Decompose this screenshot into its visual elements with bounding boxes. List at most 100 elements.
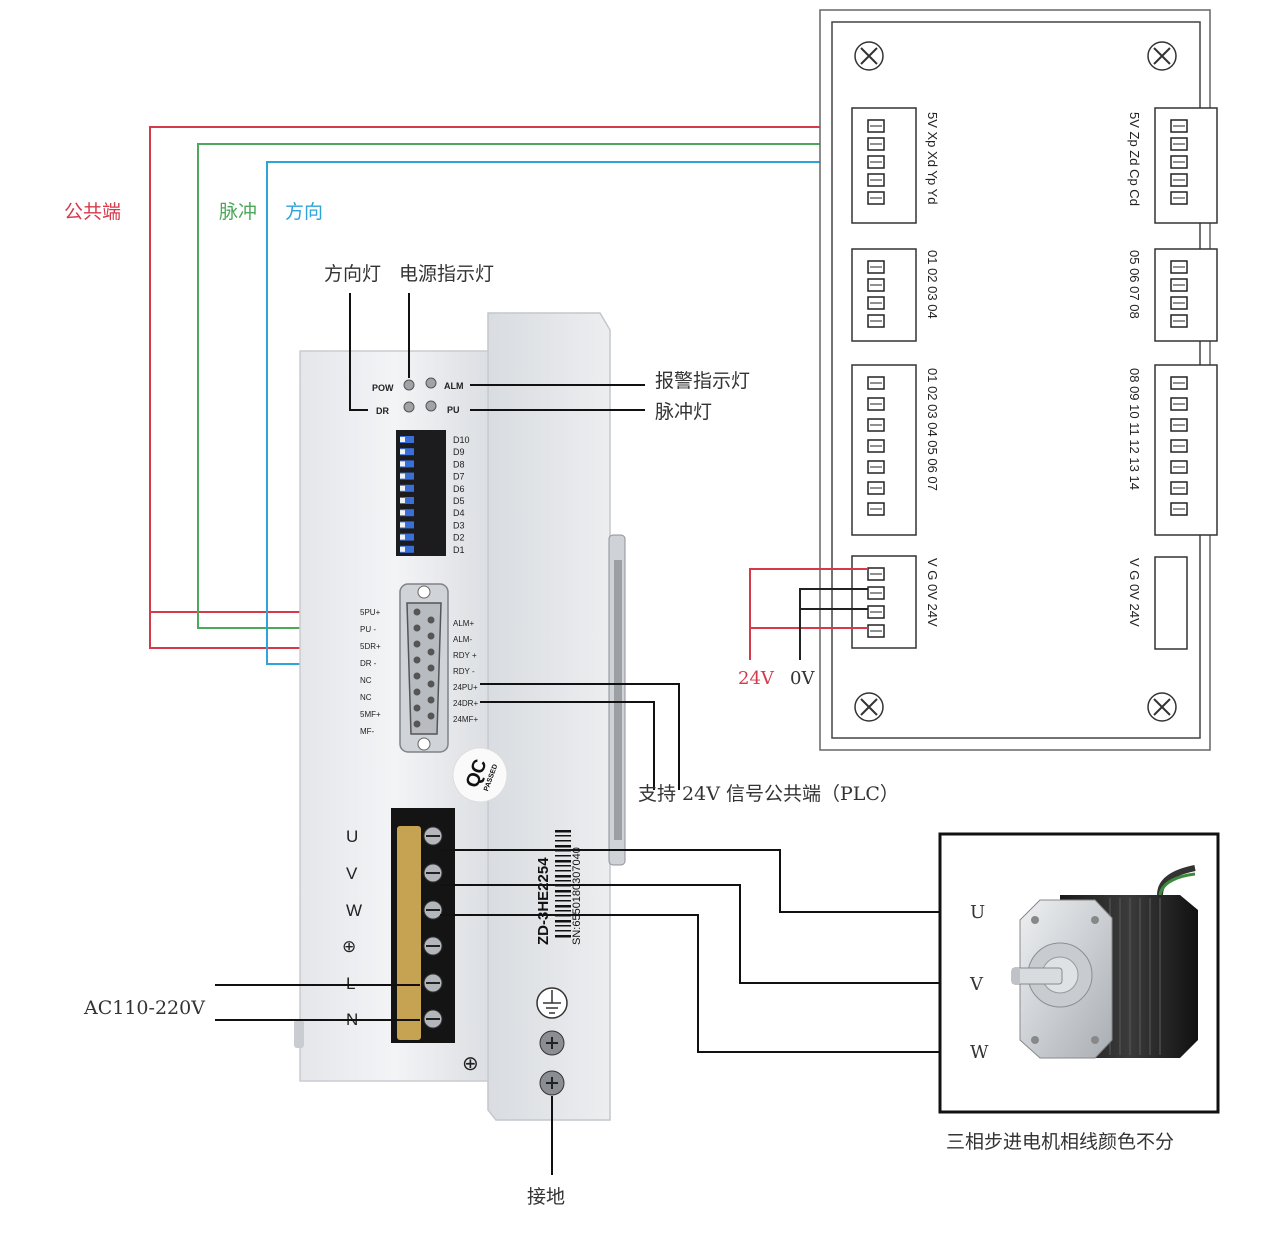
power-wires	[749, 568, 868, 660]
terminal-label: W	[346, 901, 362, 920]
left-pin-label: MF-	[360, 727, 375, 736]
pow-led	[403, 379, 415, 391]
db-pin	[413, 608, 421, 616]
alm-label: ALM	[444, 381, 464, 391]
dip-lever	[400, 436, 414, 443]
dr-label: DR	[376, 406, 389, 416]
db-pin	[413, 720, 421, 728]
db-pin	[413, 656, 421, 664]
motor-phase-v: V	[969, 974, 984, 995]
motor-phase-u: U	[970, 902, 985, 923]
qc-sticker: QC PASSED	[452, 747, 508, 803]
controller-right-label: 05 06 07 08	[1127, 250, 1142, 319]
dip-lever	[400, 460, 414, 468]
dip-knob	[400, 449, 405, 455]
terminal-label: L	[346, 974, 355, 993]
db-pin	[427, 648, 435, 656]
db-pin	[427, 712, 435, 720]
model-number: ZD-3HE2254	[535, 857, 552, 945]
common-wire-label: 公共端	[64, 201, 121, 223]
right-pin-label: 24PU+	[453, 683, 478, 692]
left-pin-label: NC	[360, 676, 372, 685]
pulse-light-label: 脉冲灯	[655, 401, 712, 423]
empty-connector	[1154, 556, 1188, 650]
left-pin-label: NC	[360, 693, 372, 702]
dip-knob	[400, 461, 405, 467]
motor-caption: 三相步进电机相线颜色不分	[946, 1131, 1174, 1153]
dip-lever	[400, 533, 414, 541]
indicator-leaders	[215, 293, 962, 1175]
dip-label: D3	[453, 520, 465, 530]
power-light-label: 电源指示灯	[399, 263, 494, 285]
db-pin	[427, 616, 435, 624]
dip-lever	[400, 521, 414, 529]
dip-lever	[400, 448, 414, 456]
controller-left-label: 5V Xp Xd Yp Yd	[925, 112, 940, 205]
right-pin-label: 24DR+	[453, 699, 478, 708]
controller-board: 5V Xp Xd Yp Yd 5V Zp Zd Cp Cd 01 02 03 04 0…	[819, 9, 1218, 751]
dip-label: D1	[453, 545, 465, 555]
dr-led	[403, 401, 415, 413]
dip-label: D9	[453, 447, 465, 457]
right-pin-label: ALM-	[453, 635, 472, 644]
common-wire	[149, 126, 868, 649]
dip-label: D10	[453, 435, 470, 445]
dip-switch-levers	[400, 436, 414, 553]
alm-led	[425, 377, 437, 389]
pow-label: POW	[372, 383, 394, 393]
dip-label: D8	[453, 459, 465, 469]
db-pin	[413, 640, 421, 648]
right-pin-labels: ALM+ALM-RDY +RDY -24PU+24DR+24MF+	[453, 619, 478, 724]
dip-label: D4	[453, 508, 465, 518]
controller-left-label: 01 02 03 04 05 06 07	[925, 368, 940, 491]
motor-phase-w: W	[970, 1042, 989, 1063]
left-pin-label: 5PU+	[360, 608, 381, 617]
db-pin	[413, 704, 421, 712]
dip-label: D5	[453, 496, 465, 506]
db-pin	[427, 664, 435, 672]
db-pin	[427, 632, 435, 640]
controller-right-label: V G 0V 24V	[1127, 558, 1142, 627]
plc-note: 支持 24V 信号公共端（PLC）	[638, 783, 899, 805]
dip-knob	[400, 498, 405, 503]
dip-knob	[400, 546, 405, 552]
dip-label: D7	[453, 472, 465, 482]
0v-label: 0V	[790, 668, 815, 689]
left-pin-label: 5MF+	[360, 710, 381, 719]
right-pin-label: RDY +	[453, 651, 477, 660]
db-pin	[413, 672, 421, 680]
ground-label: 接地	[527, 1186, 565, 1208]
controller-left-label: V G 0V 24V	[925, 558, 940, 627]
dip-knob	[400, 485, 405, 491]
stepper-motor	[938, 832, 1220, 1114]
terminal-label: ⊕	[342, 937, 356, 956]
dip-knob	[400, 437, 405, 442]
dip-label: D6	[453, 484, 465, 494]
controller-right-label: 08 09 10 11 12 13 14	[1127, 368, 1142, 490]
direction-wire-label: 方向	[285, 201, 323, 223]
controller-right-label: 5V Zp Zd Cp Cd	[1127, 112, 1142, 206]
left-pin-label: 5DR+	[360, 642, 381, 651]
dip-lever	[400, 545, 414, 553]
db-pin	[427, 680, 435, 688]
pulse-wire-label: 脉冲	[219, 201, 257, 223]
db-pin	[413, 624, 421, 632]
right-pin-label: ALM+	[453, 619, 474, 628]
ac-label: AC110-220V	[83, 997, 205, 1019]
ground-symbol: ⊕	[462, 1053, 479, 1075]
left-pin-label: DR -	[360, 659, 377, 668]
alarm-light-label: 报警指示灯	[655, 370, 750, 392]
controller-left-label: 01 02 03 04	[925, 250, 940, 319]
24v-label: 24V	[738, 668, 775, 689]
terminal-label: V	[346, 864, 358, 883]
serial-number: SN:6550180307040	[571, 847, 583, 945]
right-pin-label: RDY -	[453, 667, 475, 676]
left-pin-label: PU -	[360, 625, 376, 634]
pu-led	[425, 400, 437, 412]
dip-lever	[400, 497, 414, 504]
dip-label: D2	[453, 533, 465, 543]
dip-lever	[400, 484, 414, 492]
